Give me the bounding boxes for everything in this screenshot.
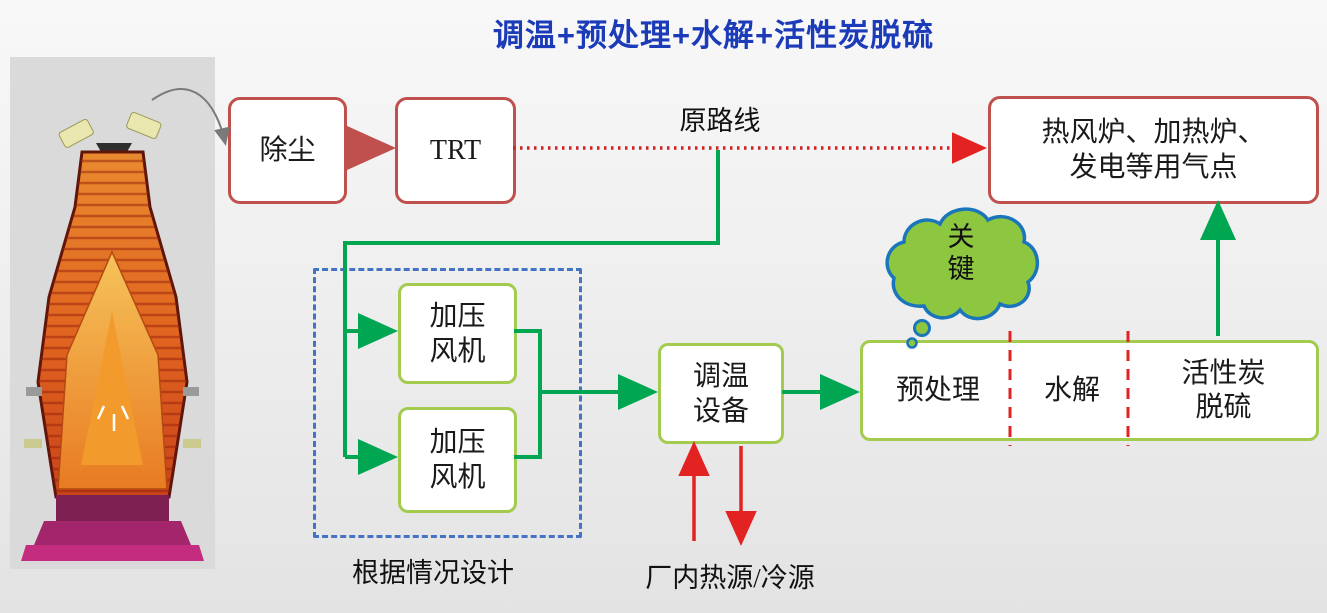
design-note-label: 根据情况设计 [352,558,514,588]
hydrolysis-label: 水解 [1043,375,1100,406]
plant-source-label: 厂内热源/冷源 [645,563,815,593]
tuyere-left [26,387,42,396]
charging-bell-left [58,118,94,148]
node-gas-endpoints: 热风炉、加热炉、 发电等用气点 [988,96,1319,204]
node-gas-endpoints-line2: 发电等用气点 [1069,152,1238,183]
hearth [56,495,169,521]
node-pressure-fan-top-line1: 加压 [429,300,486,332]
blast-furnace-image [10,57,215,569]
node-trt: TRT [395,97,516,204]
key-cloud-callout [885,207,1039,349]
key-cloud-text: 关 键 [886,221,1036,286]
original-route-label: 原路线 [679,106,761,136]
taphole-left [24,439,42,448]
cloud-shape [885,207,1039,321]
tuyere-right [183,387,199,396]
node-pressure-fan-bottom-line1: 加压 [429,427,486,458]
node-trt-label: TRT [429,135,482,166]
key-cloud-line1: 关 [947,222,975,252]
node-process-train: 预处理 水解 活性炭 脱硫 [860,340,1319,441]
node-dust-removal-label: 除尘 [259,135,316,166]
node-gas-endpoints-line1: 热风炉、加热炉、 [1041,117,1266,148]
node-temp-adjust-line2: 设备 [692,395,749,427]
process-cell-hydrolysis: 水解 [1013,343,1131,438]
cloud-tail-bubble-1 [913,319,931,337]
node-dust-removal: 除尘 [228,97,347,204]
slide-title: 调温+预处理+水解+活性炭脱硫 [492,18,935,53]
activated-carbon-line2: 脱硫 [1195,391,1252,423]
process-cell-pretreatment: 预处理 [863,343,1013,438]
cloud-tail-bubble-2 [906,337,918,349]
node-pressure-fan-bottom: 加压 风机 [398,407,517,513]
hearth-base-2 [21,545,204,561]
key-cloud-line2: 键 [947,254,975,285]
node-temp-adjust-equipment: 调温 设备 [658,343,784,444]
raceway-zone [81,312,143,465]
node-pressure-fan-top-line2: 风机 [429,335,486,367]
node-pressure-fan-top: 加压 风机 [398,283,517,384]
activated-carbon-line1: 活性炭 [1181,357,1266,389]
taphole-right [183,439,201,448]
node-temp-adjust-line1: 调温 [692,360,749,392]
process-cell-activated-carbon: 活性炭 脱硫 [1131,343,1316,438]
node-pressure-fan-bottom-line2: 风机 [429,462,486,493]
pretreatment-label: 预处理 [895,375,980,406]
hearth-base-1 [34,521,191,545]
gas-flow-arrows [96,405,130,431]
